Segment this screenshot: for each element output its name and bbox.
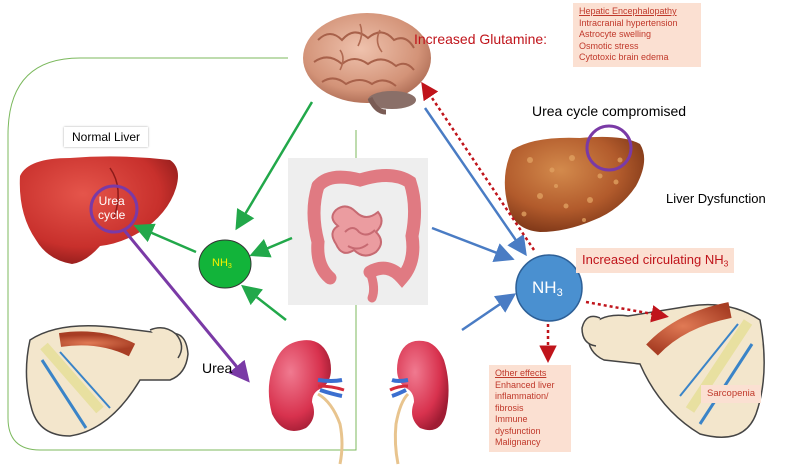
arrow-kidney-to-nh3-right	[461, 293, 517, 332]
arrow-gut-to-nh3-right	[431, 226, 515, 262]
urea-cycle-circle-compromised	[585, 124, 633, 172]
kidney-left-illustration	[268, 340, 345, 465]
urea-cycle-compromised-label: Urea cycle compromised	[532, 103, 687, 119]
nh3-left-text: NH	[212, 257, 228, 269]
arrow-nh3-to-brain	[421, 81, 536, 251]
increased-glutamine-label: Increased Glutamine:	[414, 31, 548, 47]
intestine-illustration	[288, 158, 428, 305]
normal-liver-region	[7, 57, 357, 451]
other-effects-item: fibrosis	[495, 402, 524, 413]
hepatic-box-item: Intracranial hypertension	[579, 17, 678, 28]
arrow-nh3-to-liver	[133, 223, 197, 254]
arrow-nh3-to-muscle	[585, 300, 669, 323]
arm-right-illustration	[581, 302, 765, 438]
hepatic-box-item: Osmotic stress	[579, 40, 639, 51]
arrow-brain-to-nh3-left	[235, 101, 314, 231]
other-effects-heading: Other effects	[495, 368, 547, 378]
sarcopenia-label: Sarcopenia	[701, 385, 762, 403]
nh3-node-right	[515, 254, 583, 322]
other-effects-item: Immune	[495, 414, 528, 424]
other-effects-item: Malignancy	[495, 437, 541, 447]
nh3-right-text: NH	[532, 278, 557, 297]
arrow-gut-to-nh3-left	[249, 236, 293, 258]
increased-circulating-nh3-label: Increased circulating NH3	[576, 248, 735, 273]
nh3-right-subscript: 3	[556, 287, 563, 299]
arrow-brain-to-nh3-right	[423, 107, 527, 257]
normal-liver-illustration	[19, 156, 178, 264]
urea-cycle-label: Urea cycle	[98, 194, 125, 222]
diseased-liver-illustration	[504, 136, 645, 232]
urea-cycle-circle-normal	[89, 184, 139, 234]
urea-cycle-line2: cycle	[98, 208, 126, 222]
arrow-kidney-to-nh3-left	[241, 284, 287, 321]
urea-label: Urea	[202, 360, 233, 376]
nh3-node-left	[198, 239, 252, 289]
hepatic-box-heading: Hepatic Encephalopathy	[579, 6, 677, 16]
hepatic-box-item: Astrocyte swelling	[579, 29, 652, 39]
nh3-left-subscript: 3	[227, 262, 232, 270]
increased-circulating-subscript: 3	[723, 258, 729, 269]
hepatic-box-item: Cytotoxic brain edema	[579, 52, 669, 62]
other-effects-item: inflammation/	[495, 391, 549, 401]
other-effects-box: Other effects Enhanced liver inflammatio…	[489, 365, 571, 452]
nh3-label-right: NH3	[532, 278, 563, 299]
kidney-right-illustration	[389, 340, 449, 465]
increased-circulating-text: Increased circulating NH	[582, 252, 724, 267]
other-effects-item: Enhanced liver	[495, 379, 555, 390]
brain-illustration	[303, 13, 431, 115]
arrow-liver-to-urea	[122, 229, 250, 383]
normal-liver-label: Normal Liver	[64, 127, 149, 147]
hepatic-encephalopathy-box: Hepatic Encephalopathy Intracranial hype…	[573, 3, 701, 67]
other-effects-item: dysfunction	[495, 425, 541, 436]
arm-left-illustration	[25, 324, 189, 437]
liver-dysfunction-label: Liver Dysfunction	[658, 188, 774, 209]
nh3-label-left: NH3	[212, 257, 232, 270]
urea-cycle-line1: Urea	[98, 194, 125, 208]
